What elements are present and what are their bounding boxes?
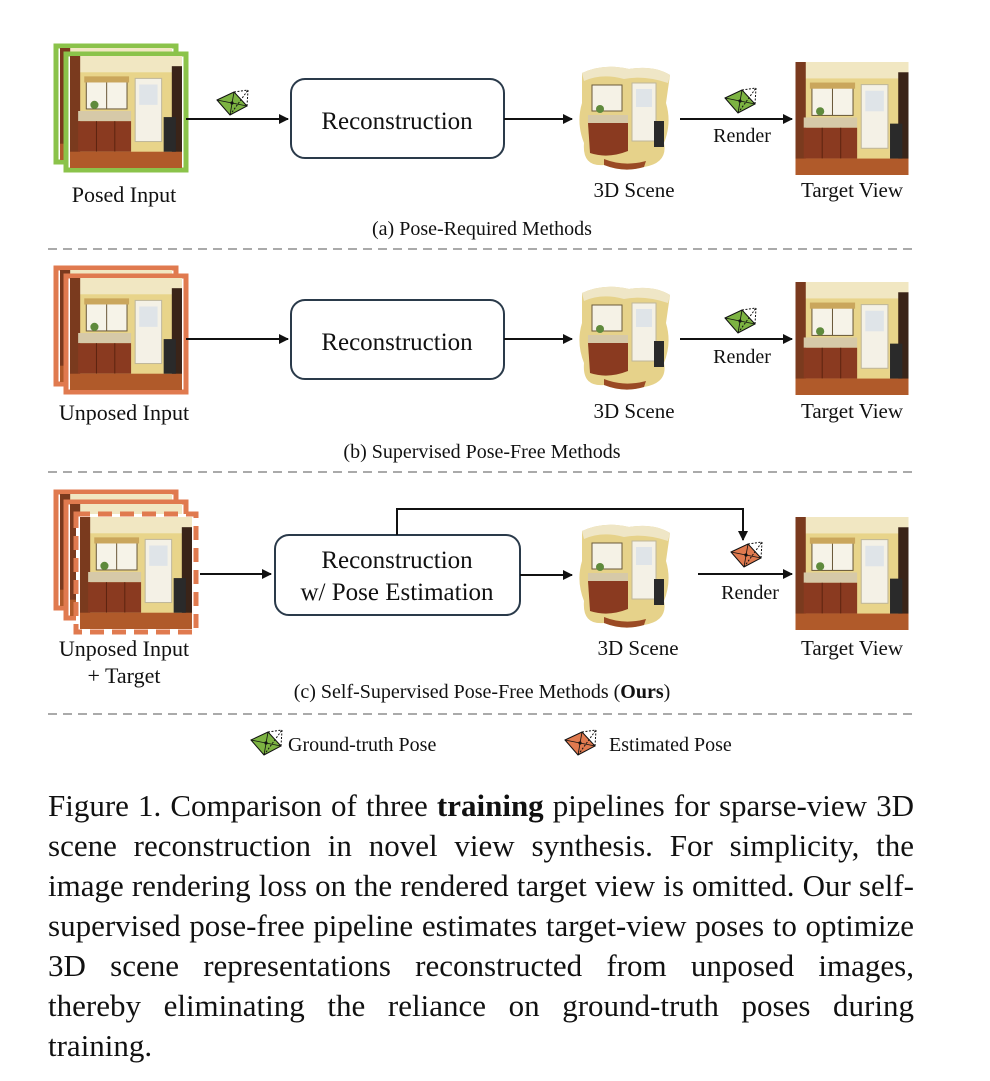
reconstruction-label-line1: Reconstruction <box>321 547 473 574</box>
scene-icon <box>578 286 671 391</box>
panel-a: Posed Input Reconstruction 3D Scene Rend… <box>53 43 909 240</box>
input-label-line1: Unposed Input <box>59 636 189 661</box>
input-label-line2: + Target <box>88 663 161 688</box>
legend-est-label: Estimated Pose <box>609 734 732 756</box>
reconstruction-label-line2: w/ Pose Estimation <box>300 579 494 606</box>
posed-input-stack <box>53 43 189 173</box>
target-label: Target View <box>801 399 904 423</box>
legend-gt-label: Ground-truth Pose <box>288 734 436 756</box>
est-pose-icon <box>564 729 597 756</box>
scene-label: 3D Scene <box>597 636 678 660</box>
render-label: Render <box>721 582 779 604</box>
target-view-image <box>795 62 909 175</box>
legend: Ground-truth Pose Estimated Pose <box>250 729 732 756</box>
panel-caption: (b) Supervised Pose-Free Methods <box>343 441 620 463</box>
panel-c: Unposed Input + Target Reconstruction w/… <box>53 489 909 703</box>
target-view-image <box>795 282 909 395</box>
camera-frustum-icon <box>724 307 757 334</box>
render-label: Render <box>713 125 771 147</box>
render-label: Render <box>713 346 771 368</box>
caption-text-start: Figure 1. Comparison of three <box>48 788 437 823</box>
target-label: Target View <box>801 178 904 202</box>
panel-caption: (c) Self-Supervised Pose-Free Methods (O… <box>294 681 671 703</box>
panel-b: Unposed Input Reconstruction 3D Scene Re… <box>53 265 909 463</box>
gt-pose-icon <box>250 729 283 756</box>
scene-icon <box>578 524 671 629</box>
caption-text-rest: pipelines for sparse-view 3D scene recon… <box>48 788 914 1063</box>
target-view-image <box>795 517 909 630</box>
scene-icon <box>578 66 671 171</box>
camera-frustum-icon <box>730 541 763 568</box>
reconstruction-label: Reconstruction <box>321 108 473 135</box>
input-label: Unposed Input <box>59 400 189 425</box>
arrow-pose-feedback <box>396 508 748 541</box>
figure-caption: Figure 1. Comparison of three training p… <box>48 786 914 1066</box>
caption-bold-word: training <box>436 788 544 823</box>
input-label: Posed Input <box>72 182 177 207</box>
pipeline-diagram: Posed Input Reconstruction 3D Scene Rend… <box>48 43 914 756</box>
reconstruction-label: Reconstruction <box>321 329 473 356</box>
camera-frustum-icon <box>216 89 249 116</box>
scene-label: 3D Scene <box>593 178 674 202</box>
unposed-input-target-stack <box>53 489 199 635</box>
camera-frustum-icon <box>724 87 757 114</box>
target-label: Target View <box>801 636 904 660</box>
unposed-input-stack <box>53 265 189 395</box>
panel-caption: (a) Pose-Required Methods <box>372 218 592 240</box>
scene-label: 3D Scene <box>593 399 674 423</box>
